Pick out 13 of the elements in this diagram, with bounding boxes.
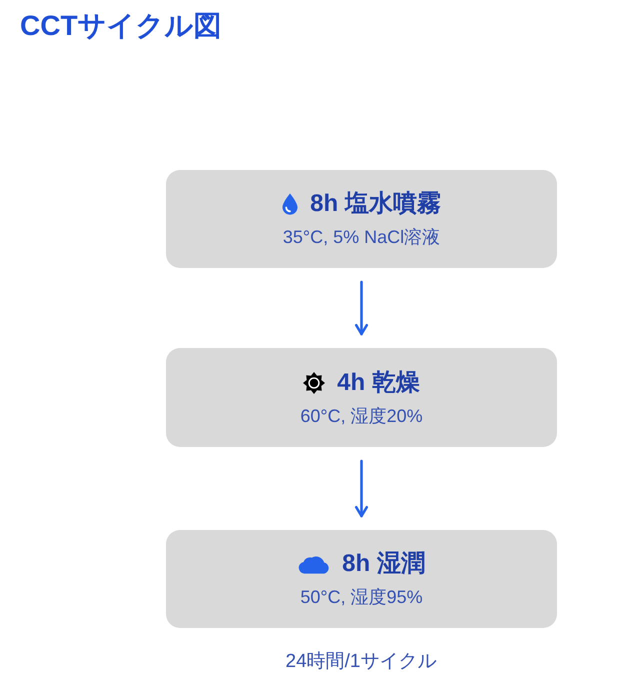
process-box	[166, 170, 557, 268]
note-text: 24時間/1サイクル	[286, 650, 436, 674]
arrow	[354, 280, 368, 336]
heading: 8h 湿潤	[342, 549, 425, 579]
description: 50°C, 湿度95%	[300, 586, 423, 609]
heading: 8h 塩水噴霧	[310, 189, 441, 219]
arrow	[354, 460, 368, 518]
process-box	[166, 530, 557, 628]
title: CCTサイクル図	[20, 9, 222, 43]
process-box	[166, 348, 557, 447]
description: 35°C, 5% NaCl溶液	[282, 226, 440, 249]
heading: 4h 乾燥	[337, 368, 420, 398]
description: 60°C, 湿度20%	[300, 404, 423, 428]
